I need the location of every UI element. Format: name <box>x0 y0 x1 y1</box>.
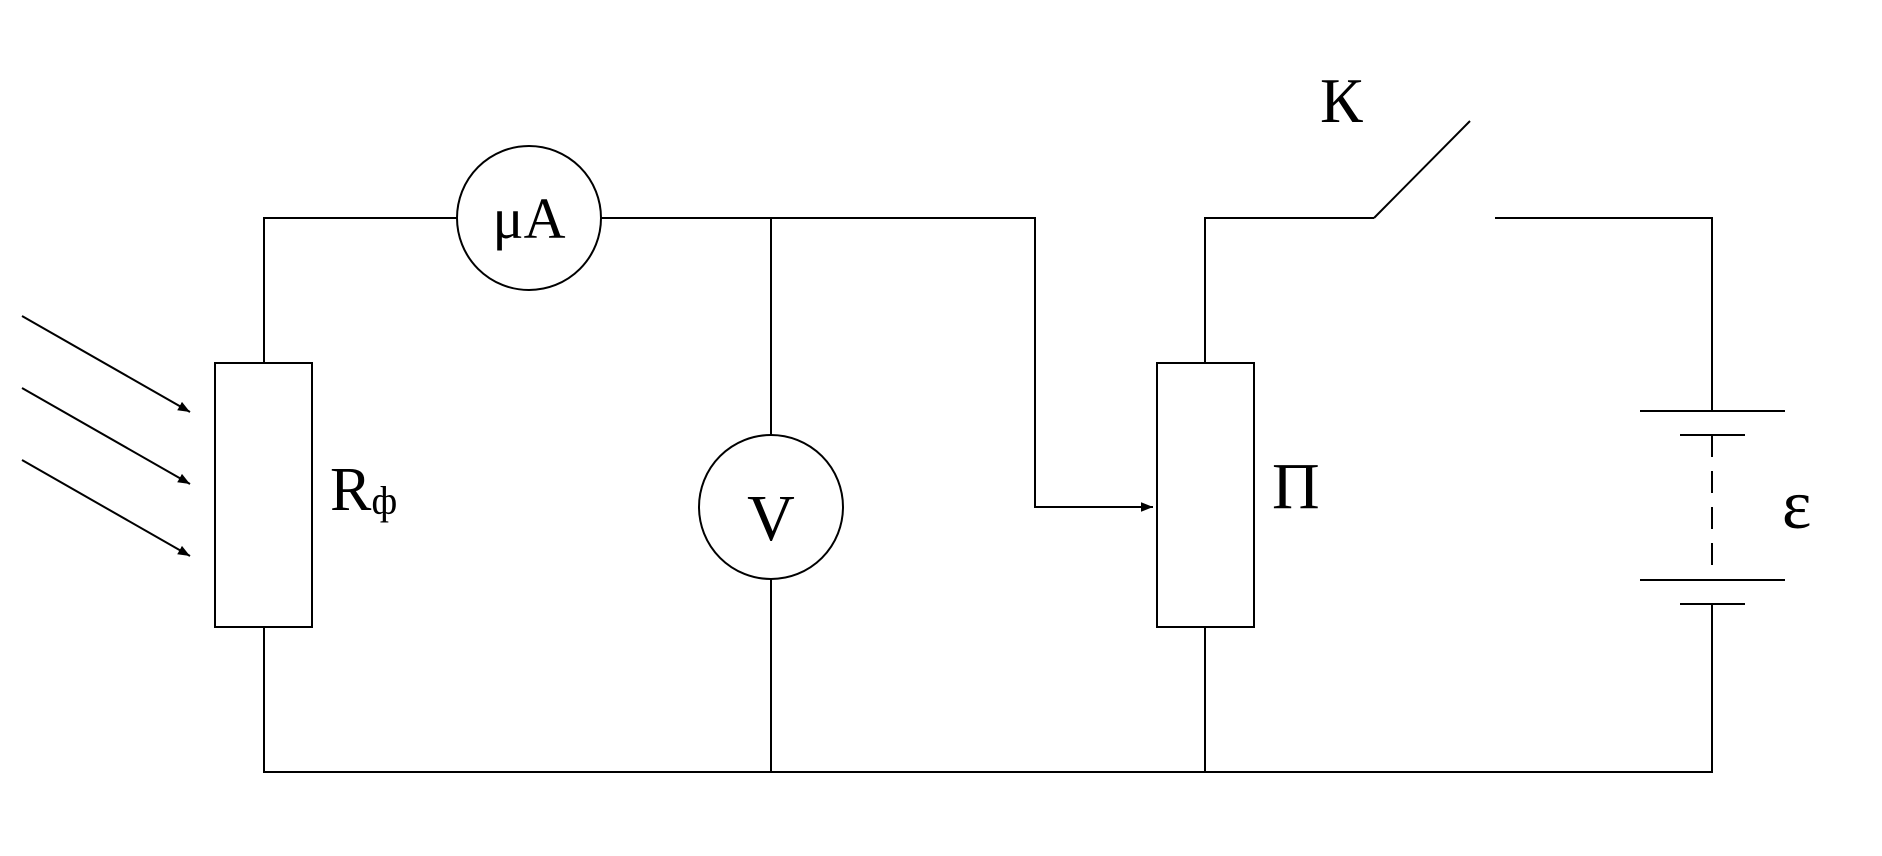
wires <box>263 120 1713 773</box>
light-ray <box>21 387 191 485</box>
wire <box>263 217 457 363</box>
emf-label: ε <box>1782 467 1811 544</box>
photoresistor-label: Rф <box>330 456 397 524</box>
wire <box>1495 217 1713 411</box>
wire <box>263 604 1713 773</box>
light-ray <box>21 459 191 557</box>
microammeter-label: μA <box>493 186 566 251</box>
potentiometer-slider-wire <box>601 217 1153 512</box>
potentiometer-label: П <box>1272 450 1320 523</box>
voltmeter <box>698 434 844 580</box>
wire <box>1204 217 1374 363</box>
battery <box>1640 410 1785 605</box>
photoresistor <box>214 362 313 628</box>
light-ray <box>21 315 191 413</box>
switch-blade <box>1373 120 1471 219</box>
light-rays <box>21 315 191 557</box>
switch-label: К <box>1320 65 1363 136</box>
microammeter <box>456 145 602 291</box>
potentiometer <box>1156 362 1255 628</box>
voltmeter-label: V <box>747 482 795 555</box>
